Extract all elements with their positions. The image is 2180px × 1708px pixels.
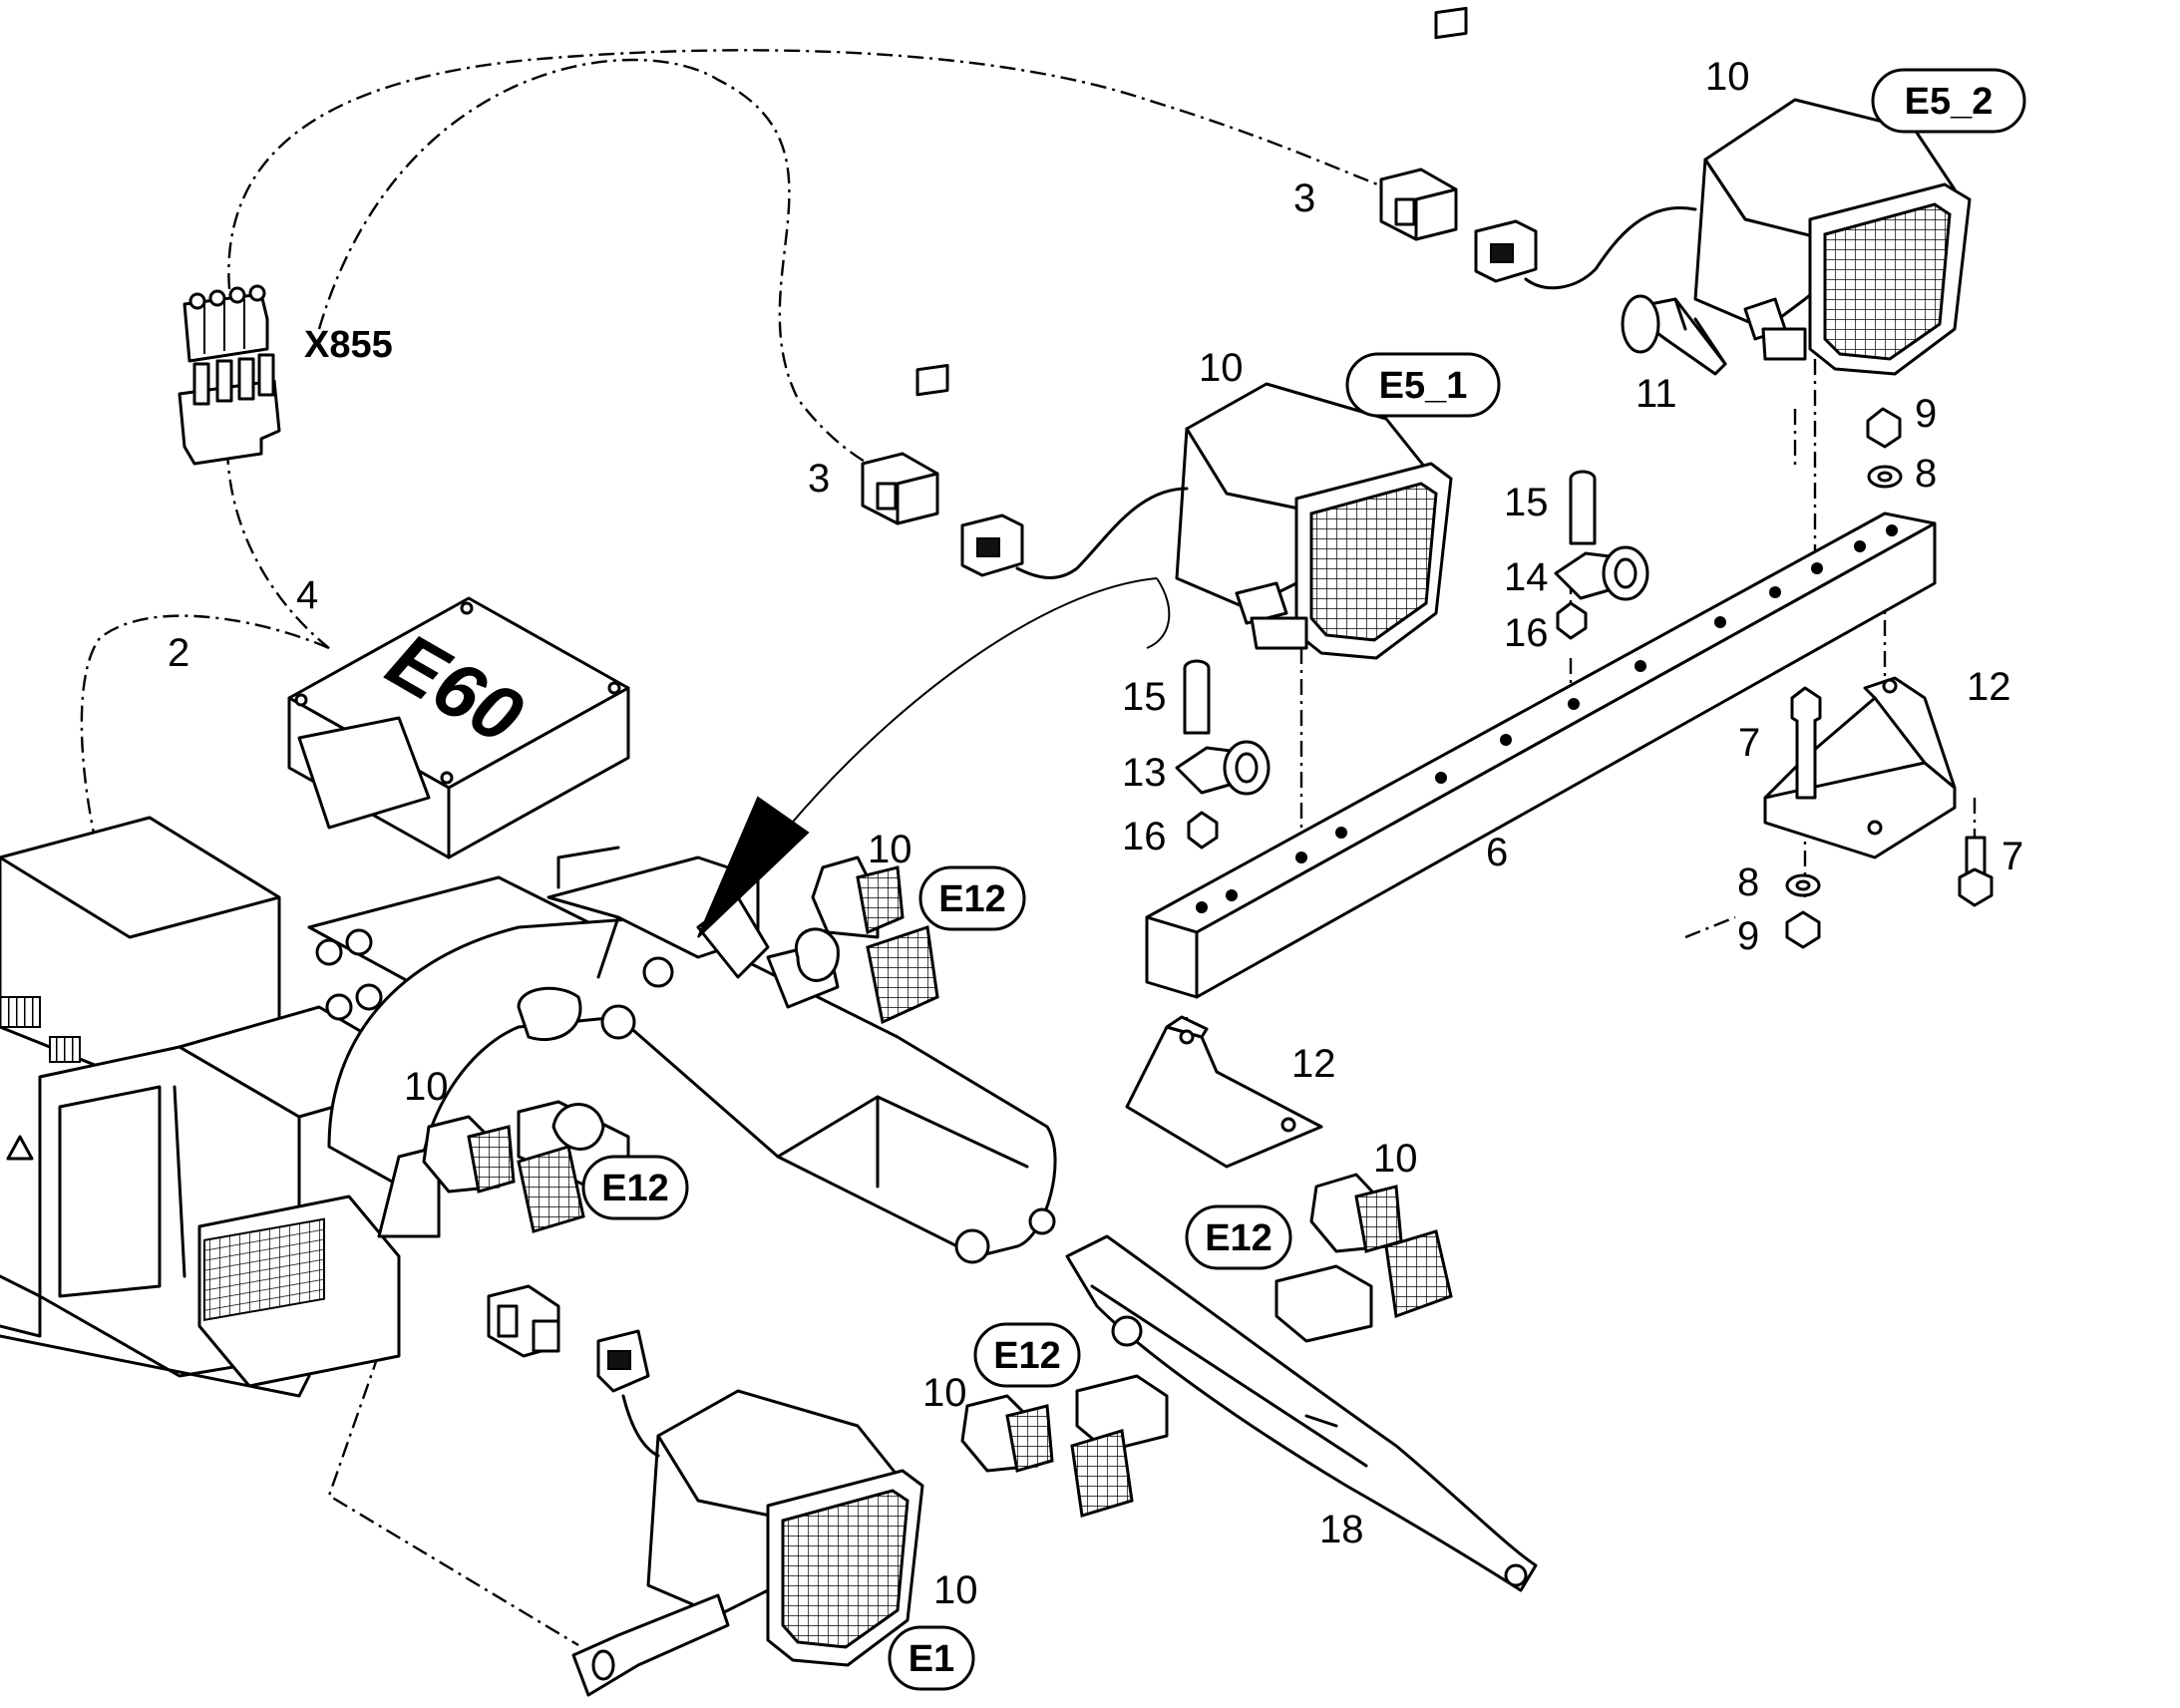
callout-7-right: 7 [2001,835,2023,878]
bolt-7-right[interactable] [1958,836,1994,907]
callout-10-left: 10 [404,1065,449,1109]
callout-10-mid: 10 [1199,346,1244,390]
callout-12-lower: 12 [1291,1042,1336,1086]
small-lamp-lower[interactable] [960,1374,1169,1518]
callout-10-top: 10 [1705,55,1750,99]
tag-e12-small: E12 [973,1322,1081,1388]
mounting-bar-6[interactable] [1145,512,1937,999]
excavator-stick [1065,1234,1538,1592]
callout-9-bottom: 9 [1737,914,1759,958]
callout-10-small: 10 [922,1371,967,1415]
bulb-11[interactable] [1621,294,1727,376]
callout-14: 14 [1504,555,1549,599]
svg-text:E5_1: E5_1 [1379,365,1468,407]
callout-11: 11 [1635,372,1677,416]
tag-e12-left: E12 [581,1155,689,1220]
small-lamp-stick[interactable] [1274,1173,1453,1343]
bolt-15-upper[interactable] [1569,470,1597,545]
svg-text:E5_2: E5_2 [1905,81,1994,123]
connector-3-mid[interactable] [861,363,1024,577]
svg-text:E1: E1 [908,1638,954,1680]
callout-13: 13 [1122,751,1167,795]
callout-3-mid: 3 [808,457,830,501]
svg-text:E12: E12 [938,878,1006,920]
work-lamp-e5-2[interactable] [1524,98,1972,376]
x855-label: X855 [304,324,393,366]
small-lamp-boom[interactable] [766,855,939,1025]
callout-7-left: 7 [1738,721,1760,765]
tag-e5-2: E5_2 [1871,68,2026,134]
bracket-12-right[interactable] [1763,676,1957,859]
svg-text:E12: E12 [1205,1217,1272,1259]
callout-12-right: 12 [1967,665,2011,709]
work-lamp-e1[interactable] [571,1389,924,1697]
tag-e12-boom: E12 [918,865,1026,931]
callout-6: 6 [1486,831,1508,874]
nut-9-bottom[interactable] [1785,910,1821,949]
connector-e1[interactable] [487,1284,650,1393]
excavator-boom [327,846,1057,1264]
svg-text:E12: E12 [601,1168,669,1209]
callout-10-stick: 10 [1373,1137,1418,1181]
connector-3-top[interactable] [1379,6,1538,283]
callout-10-e1: 10 [933,1568,978,1612]
nut-9-top[interactable] [1866,407,1902,449]
callout-15-lower: 15 [1122,675,1167,719]
bolt-7-left[interactable] [1790,686,1822,800]
callout-18: 18 [1319,1508,1364,1551]
callout-8-bottom: 8 [1737,860,1759,904]
callout-3-top: 3 [1293,176,1315,220]
callout-4: 4 [296,573,318,617]
svg-text:E12: E12 [993,1335,1061,1377]
tag-e5-1: E5_1 [1345,352,1501,418]
nut-16-lower[interactable] [1187,811,1219,850]
callout-numbers: 10 3 11 9 8 10 3 15 14 16 4 2 15 13 16 1… [168,55,2023,1612]
callout-16-lower: 16 [1122,815,1167,858]
bolt-15-lower[interactable] [1183,659,1211,735]
clamp-14[interactable] [1554,545,1649,601]
washer-8-top[interactable] [1867,465,1903,489]
callout-9-top: 9 [1915,392,1937,436]
callout-15-upper: 15 [1504,481,1549,524]
wiring-routes [80,49,1977,1647]
tag-e1: E1 [888,1625,975,1691]
callout-arrow [697,577,1171,938]
work-lamp-e5-1[interactable] [1015,382,1453,660]
washer-8-bottom[interactable] [1785,873,1821,897]
bracket-12-lower[interactable] [1125,1015,1323,1169]
nut-16-upper[interactable] [1556,601,1588,640]
callout-16-upper: 16 [1504,611,1549,655]
clamp-13[interactable] [1175,740,1271,796]
connector-x855[interactable] [178,284,281,466]
callout-10-boom: 10 [868,828,912,871]
tag-e12-stick: E12 [1185,1204,1292,1270]
callout-8-top: 8 [1915,452,1937,496]
callout-2: 2 [168,631,189,675]
